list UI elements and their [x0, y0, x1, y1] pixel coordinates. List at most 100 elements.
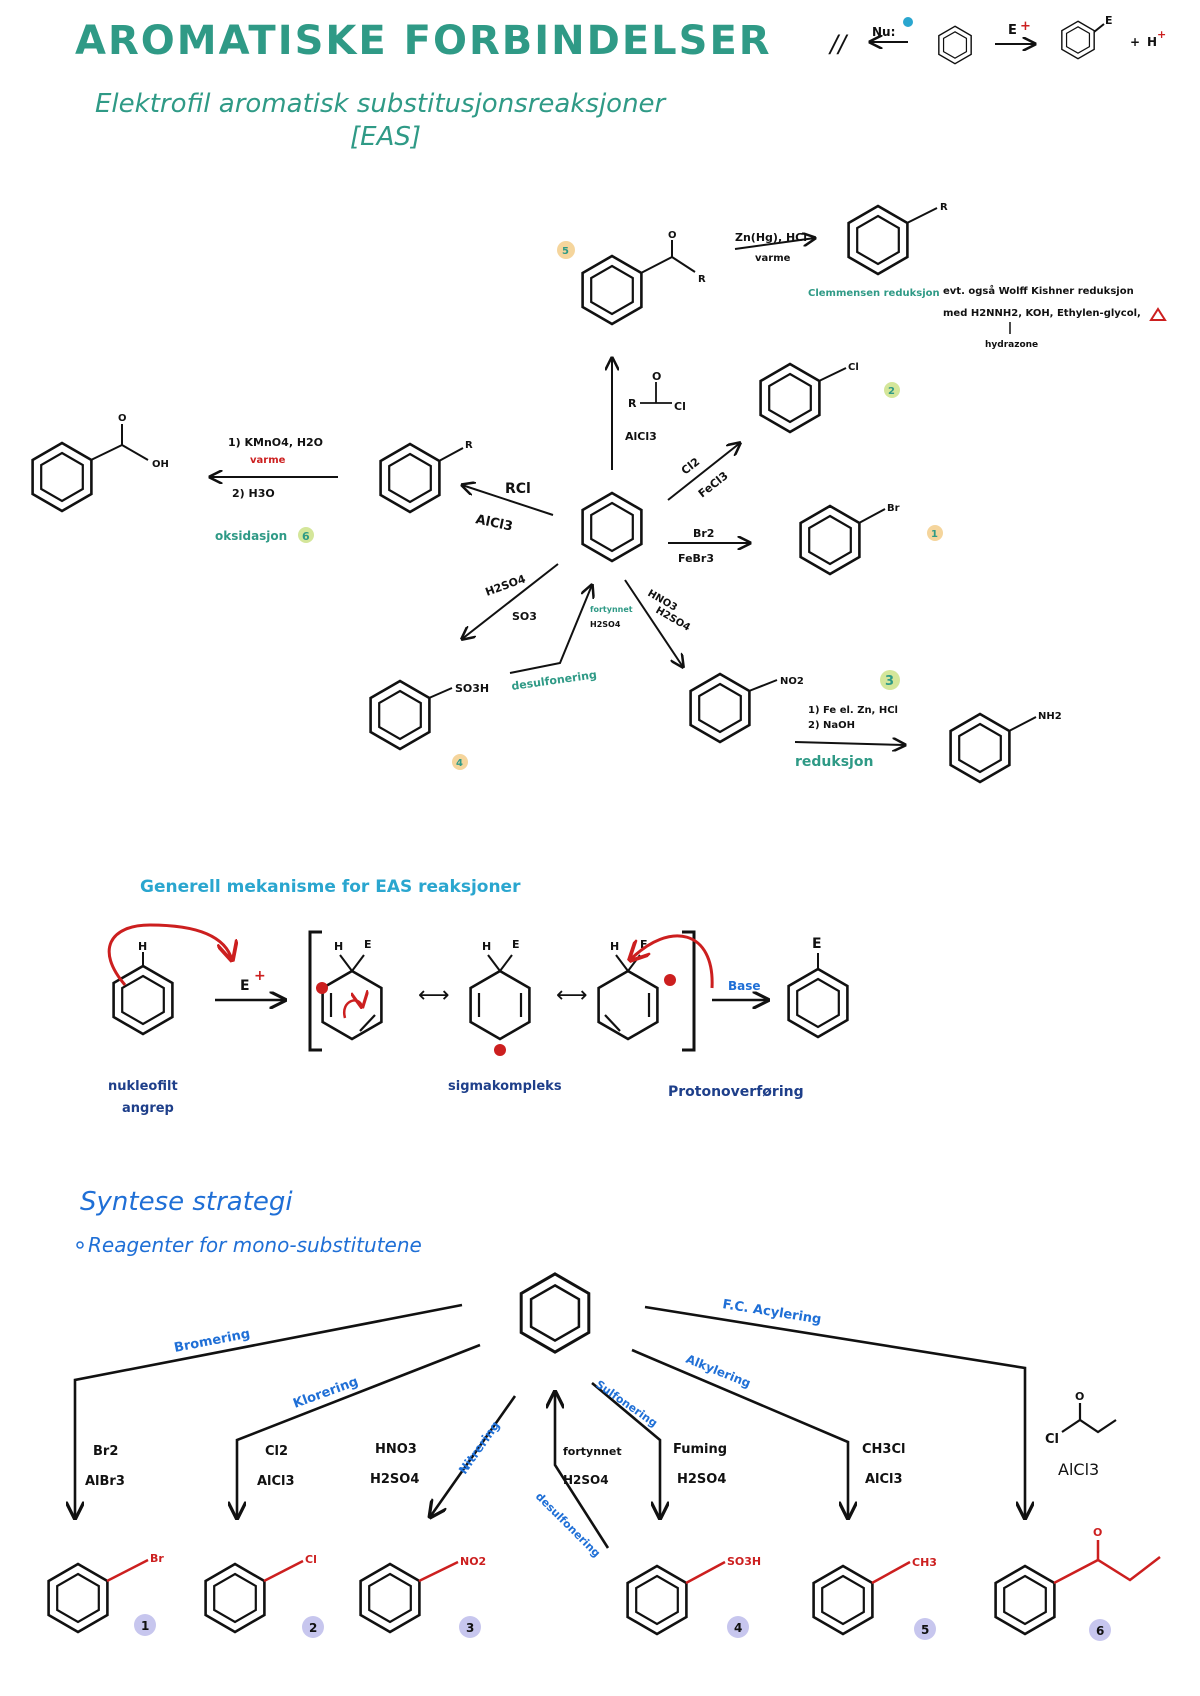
sulfonic-number: 4 [456, 758, 463, 769]
acyl-number-badge [557, 241, 575, 259]
reagent-br1: Br2 [93, 1444, 118, 1459]
product-2-benzene [204, 1562, 266, 1634]
alkyl-product-sub: R [465, 440, 473, 451]
sigma-3-h-bond [615, 954, 629, 972]
acyl-reagent-catalyst: AlCl3 [1058, 1460, 1099, 1479]
header-product-benzene [1061, 20, 1095, 60]
sigma-1-charge-icon [316, 982, 328, 994]
amine-product-bond [1008, 716, 1037, 732]
header-nu-dot [903, 17, 913, 27]
sigma-complex-1 [321, 969, 383, 1041]
product-1-sub: Br [150, 1552, 164, 1565]
acyl-reagent-cl: Cl [1045, 1432, 1059, 1447]
mechanism-bracket-left [308, 930, 322, 1052]
acyl-reagent-o: O [1075, 1390, 1084, 1403]
bromination-catalyst: FeBr3 [678, 552, 714, 565]
product-2-sub: Cl [305, 1553, 317, 1566]
subtitle-line2: [EAS] [350, 122, 421, 152]
sulfonic-product-sub: SO3H [455, 682, 489, 695]
bromo-product-bond [858, 508, 886, 524]
header-product-sub: E [1105, 14, 1113, 27]
mechanism-section: Generell mekanisme for EAS reaksjoner H … [107, 877, 849, 1116]
reduction-reagent2: 2) NaOH [808, 720, 855, 731]
wolff-line1: evt. også Wolff Kishner reduksjon [943, 284, 1134, 297]
branch-chlorination [237, 1343, 481, 1518]
label-nitration: Nitrering [456, 1419, 503, 1477]
mechanism-product-benzene [787, 967, 849, 1039]
mechanism-curved-arrow-1 [107, 923, 232, 986]
header-proton-charge: + [1157, 28, 1166, 41]
bromo-product-sub: Br [887, 503, 900, 514]
desulfonation-arrow [509, 585, 592, 674]
nitro-number-badge [880, 670, 900, 690]
synthesis-bullet-icon [76, 1241, 84, 1249]
mechanism-base-label: Base [728, 979, 761, 993]
nitro-product-benzene [689, 672, 751, 744]
reagent-su1: Fuming [673, 1442, 727, 1457]
reagent-br2: AlBr3 [85, 1474, 125, 1489]
branch-alkylation [631, 1348, 848, 1518]
chlorination-reagent: Cl2 [679, 455, 702, 477]
mechanism-step3: Protonoverføring [668, 1084, 804, 1100]
sigma-3-charge-icon [664, 974, 676, 986]
subtitle-line1: Elektrofil aromatisk substitusjonsreaksj… [95, 89, 668, 119]
amine-product-benzene [949, 712, 1011, 784]
oxidation-number: 6 [302, 530, 310, 543]
desulfonation-reagent2: H2SO4 [590, 620, 621, 629]
branch-sulfonation [591, 1382, 660, 1518]
product-6-chain [1053, 1556, 1161, 1585]
mechanism-electrophile: E [240, 978, 250, 994]
header-proton: H [1147, 35, 1157, 49]
reagent-no2: H2SO4 [370, 1472, 419, 1487]
product-5-bond [871, 1560, 911, 1585]
benzoic-oh: OH [152, 459, 169, 470]
sulfonic-product-bond [428, 687, 453, 699]
wolff-line2: med H2NNH2, KOH, Ethylen-glycol, [943, 308, 1141, 319]
mechanism-step2: sigmakompleks [448, 1079, 562, 1094]
label-sulfonation: Sulfonering [593, 1378, 659, 1430]
wolff-line3: hydrazone [985, 340, 1038, 350]
oxidation-number-badge [298, 527, 314, 543]
sigma-2-e-bond [499, 954, 513, 972]
oxidation-heat: varme [250, 455, 286, 466]
oxidation-reagent1: 1) KMnO4, H2O [228, 436, 323, 449]
chloro-product-benzene [759, 362, 821, 434]
product-4-bond [685, 1560, 726, 1585]
sigma-complex-2 [469, 969, 531, 1041]
product-1-bond [106, 1558, 149, 1583]
reagent-cl1: Cl2 [265, 1444, 288, 1459]
header-scheme: // Nu: E + E + H + [828, 14, 1166, 65]
product-1-num: 1 [141, 1619, 149, 1633]
product-2-bond [263, 1559, 304, 1583]
benzoic-o: O [118, 413, 127, 424]
alkylation-catalyst: AlCl3 [474, 512, 514, 534]
reagent-su2: H2SO4 [677, 1472, 726, 1487]
alkylation-reagent: RCl [505, 481, 531, 497]
oxidation-label: oksidasjon [215, 529, 287, 543]
branch-desulfonation [555, 1392, 610, 1549]
sigma-1-h-bond [339, 954, 353, 972]
mechanism-h: H [138, 940, 147, 953]
branch-nitration [430, 1395, 517, 1517]
clemmensen-arrow [734, 238, 815, 250]
acyl-o: O [668, 230, 677, 241]
product-1-benzene [47, 1562, 109, 1634]
sigma-3-curved-arrow [630, 934, 714, 989]
mechanism-product-e: E [812, 936, 822, 952]
resonance-arrow-2: ⟷ [556, 983, 588, 1008]
reduction-label: reduksjon [795, 754, 873, 770]
header-electrophile: E [1008, 23, 1017, 38]
clemmensen-heat: varme [755, 253, 791, 264]
header-plus-h: + [1130, 35, 1140, 49]
nitro-product-sub: NO2 [780, 676, 804, 687]
product-6-num: 6 [1096, 1624, 1104, 1638]
header-nu-label: Nu: [872, 25, 895, 39]
mechanism-heading: Generell mekanisme for EAS reaksjoner [140, 877, 521, 897]
reagent-cl2: AlCl3 [257, 1474, 295, 1489]
benzoic-coh [121, 444, 149, 461]
reagent-al1: CH3Cl [862, 1442, 905, 1457]
product-6-sub: O [1093, 1526, 1102, 1539]
acylation-reagent-r: R [628, 397, 637, 410]
mechanism-reactant-benzene [112, 964, 174, 1036]
sigma-2-h: H [482, 940, 491, 953]
